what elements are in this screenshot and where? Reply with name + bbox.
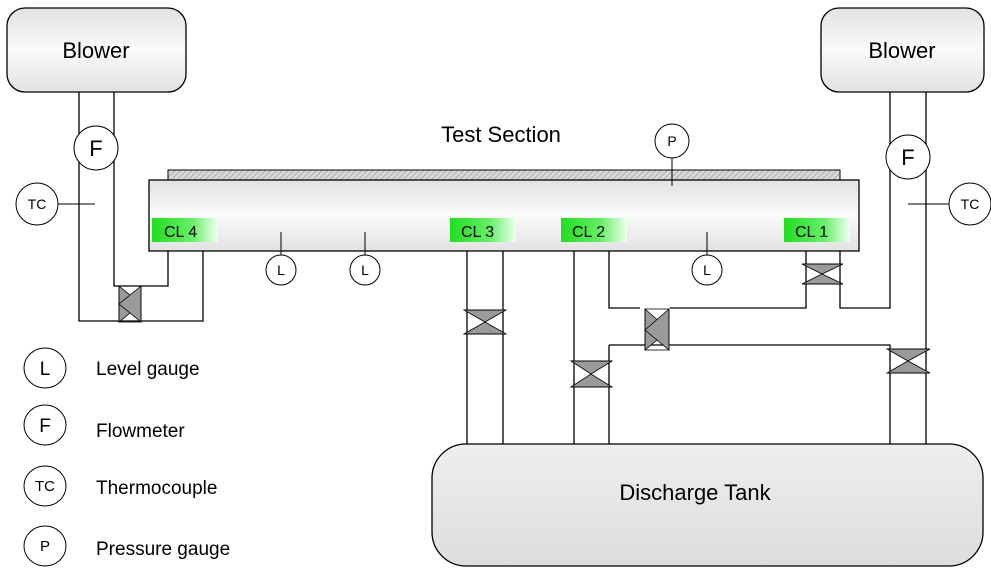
- cl3-label: CL 3: [461, 224, 494, 241]
- valve-cl1: [801, 263, 844, 285]
- legend-level-symbol: L: [40, 359, 51, 380]
- level-gauge-3: L: [691, 232, 723, 286]
- valve-right-loop: [885, 348, 931, 374]
- level-gauge-2-symbol: L: [361, 262, 369, 278]
- discharge-tank: Discharge Tank: [431, 443, 984, 567]
- legend-item-thermocouple: TC Thermocouple: [23, 465, 217, 507]
- flowmeter-left: F: [73, 125, 119, 171]
- level-gauge-1-symbol: L: [277, 262, 285, 278]
- valve-left-loop: [118, 285, 142, 323]
- cold-leg-cl1: CL 1: [784, 218, 850, 242]
- pressure-gauge-symbol: P: [667, 133, 676, 149]
- valve-cl3: [462, 309, 508, 335]
- legend-item-pressure: P Pressure gauge: [23, 525, 230, 567]
- cold-leg-cl2: CL 2: [561, 218, 627, 242]
- thermocouple-right: TC: [908, 182, 991, 226]
- cold-leg-cl3: CL 3: [450, 218, 516, 242]
- blower-right-label: Blower: [868, 38, 935, 63]
- legend-thermocouple-symbol: TC: [35, 478, 55, 495]
- legend-flowmeter-label: Flowmeter: [96, 421, 185, 442]
- flowmeter-right: F: [885, 134, 931, 180]
- cl2-label: CL 2: [572, 224, 605, 241]
- legend-flowmeter-symbol: F: [39, 416, 51, 437]
- valve-cross-connection: [644, 308, 670, 351]
- level-gauge-1: L: [265, 232, 297, 286]
- blower-left: Blower: [6, 7, 187, 93]
- thermocouple-left: TC: [15, 182, 95, 226]
- legend-item-level: L Level gauge: [23, 347, 200, 389]
- legend-level-label: Level gauge: [96, 359, 200, 380]
- level-gauge-3-symbol: L: [703, 262, 711, 278]
- blower-left-label: Blower: [62, 38, 129, 63]
- thermocouple-right-symbol: TC: [961, 196, 980, 212]
- legend-thermocouple-label: Thermocouple: [96, 478, 217, 499]
- blower-right: Blower: [820, 7, 985, 93]
- legend-pressure-symbol: P: [40, 538, 50, 555]
- thermocouple-left-symbol: TC: [28, 196, 47, 212]
- discharge-tank-label: Discharge Tank: [619, 480, 771, 505]
- cold-leg-cl4: CL 4: [152, 218, 218, 242]
- flowmeter-right-symbol: F: [901, 145, 914, 170]
- cl4-label: CL 4: [164, 224, 197, 241]
- legend-pressure-label: Pressure gauge: [96, 539, 230, 560]
- piping: [78, 92, 927, 444]
- legend: L Level gauge F Flowmeter TC Thermocoupl…: [23, 347, 230, 567]
- flowmeter-left-symbol: F: [89, 136, 102, 161]
- legend-item-flowmeter: F Flowmeter: [23, 404, 185, 446]
- cl1-label: CL 1: [795, 224, 828, 241]
- test-section-label: Test Section: [441, 122, 561, 147]
- level-gauge-2: L: [349, 232, 381, 286]
- pressure-gauge: P: [654, 123, 690, 186]
- valve-cl2-down: [569, 360, 614, 388]
